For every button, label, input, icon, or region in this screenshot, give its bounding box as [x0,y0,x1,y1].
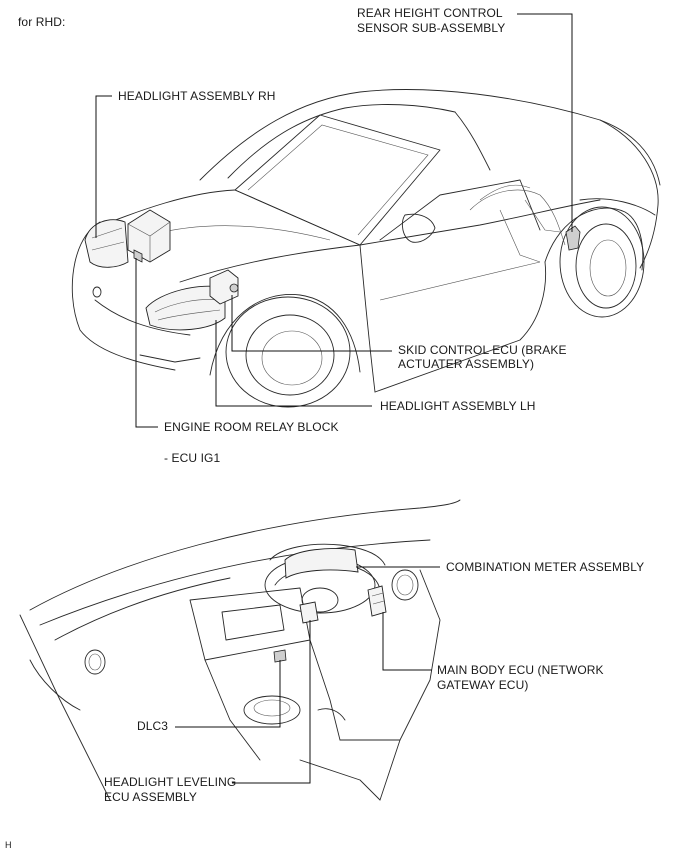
label-headlight-leveling-line1: HEADLIGHT LEVELING [104,775,237,789]
variant-heading: for RHD: [18,15,66,29]
footer-code: H [5,840,12,850]
label-main-body-ecu-line2: GATEWAY ECU) [437,678,529,692]
label-skid-control-line2: ACTUATER ASSEMBLY) [398,357,535,371]
headlight-leveling-ecu-part [299,601,319,624]
label-skid-control-line1: SKID CONTROL ECU (BRAKE [398,343,567,357]
car-illustration [71,89,661,408]
label-headlight-rh: HEADLIGHT ASSEMBLY RH [118,89,276,103]
rear-height-sensor-part [565,225,581,251]
combination-meter-part [284,548,359,579]
label-ecu-ig1: - ECU IG1 [164,451,221,465]
label-dlc3: DLC3 [137,719,169,733]
interior-illustration [19,499,461,801]
headlight-rh-part [84,219,129,268]
label-rear-height-line1: REAR HEIGHT CONTROL [357,6,503,20]
main-body-ecu-part [367,585,387,617]
label-main-body-ecu-line1: MAIN BODY ECU (NETWORK [437,663,604,677]
label-headlight-leveling-line2: ECU ASSEMBLY [104,790,198,804]
dlc3-part [273,649,287,663]
leader-lines [95,13,573,784]
engine-room-relay-block-part [127,209,171,263]
label-headlight-lh: HEADLIGHT ASSEMBLY LH [380,399,536,413]
label-combination-meter: COMBINATION METER ASSEMBLY [446,560,645,574]
skid-control-ecu-part [209,269,239,305]
label-rear-height-line2: SENSOR SUB-ASSEMBLY [357,21,506,35]
label-engine-room-relay-block: ENGINE ROOM RELAY BLOCK [164,420,339,434]
